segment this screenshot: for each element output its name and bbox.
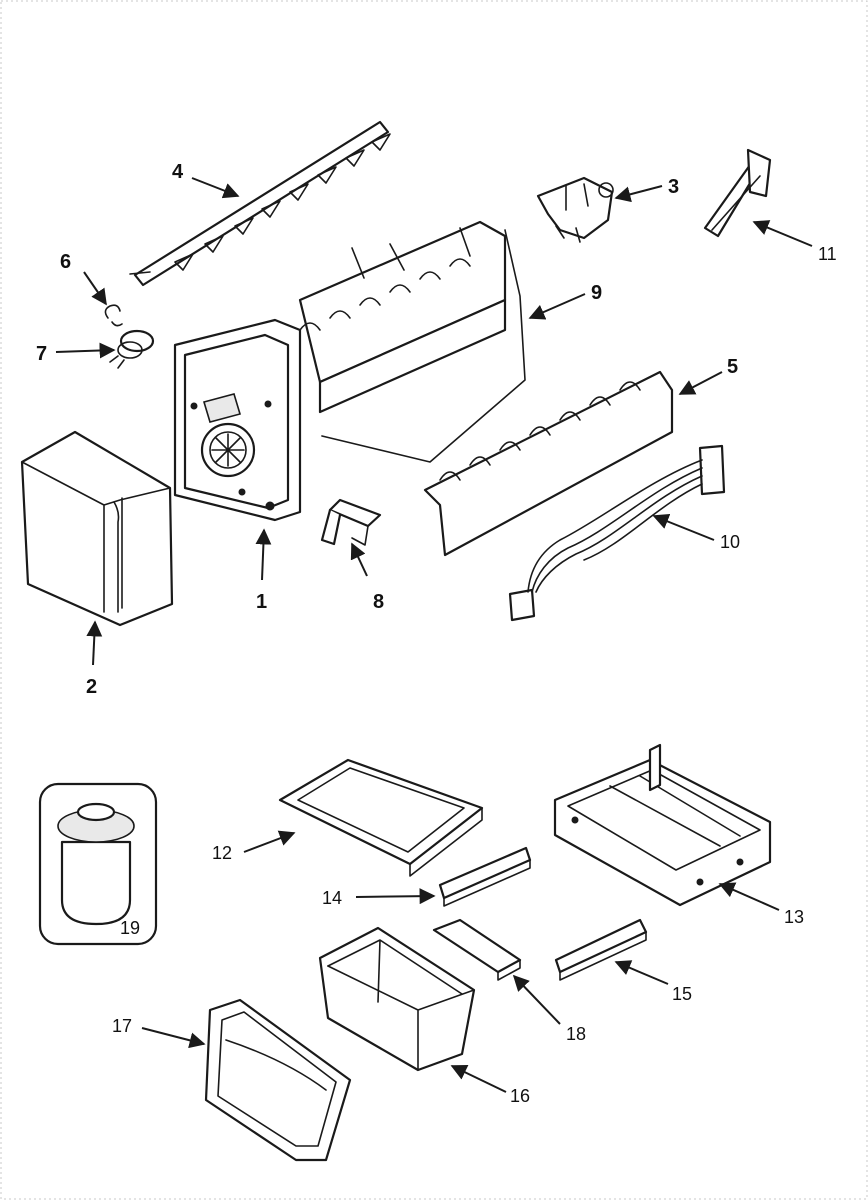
part-14-rail[interactable] [438,846,532,907]
callout-15: 15 [672,984,692,1004]
part-6-clip[interactable] [104,304,123,327]
callout-10: 10 [720,532,740,552]
part-12-shelf[interactable] [278,758,484,877]
part-15-rail[interactable] [554,918,648,981]
callout-1: 1 [256,591,267,613]
callout-12: 12 [212,843,232,863]
part-10-wire-harness[interactable] [508,444,726,622]
part-2-cover[interactable] [20,430,174,627]
callout-11: 11 [818,244,837,264]
leader-arrows [55,177,813,1093]
part-7-gear[interactable] [109,329,155,369]
part-19-filter[interactable] [38,782,158,946]
callout-14: 14 [322,888,342,908]
part-9-mold-heater[interactable] [298,220,526,463]
callout-5: 5 [727,356,738,378]
part-16-bin[interactable] [318,926,476,1072]
callout-labels: 1 2 3 4 5 6 7 8 9 10 11 12 13 14 15 16 1… [36,161,837,1106]
part-3-shutoff-arm[interactable] [536,176,614,243]
callout-17: 17 [112,1016,132,1036]
part-4-ejector[interactable] [129,120,391,287]
part-11-bracket[interactable] [703,148,772,238]
part-8-bracket[interactable] [320,498,382,546]
part-18-slide[interactable] [432,918,522,981]
callout-8: 8 [373,591,384,613]
callout-7: 7 [36,343,47,365]
callout-9: 9 [591,282,602,304]
callout-13: 13 [784,907,804,927]
part-5-stripper[interactable] [423,370,674,557]
callout-19: 19 [120,918,140,938]
callout-18: 18 [566,1024,586,1044]
callout-4: 4 [172,161,184,183]
callout-2: 2 [86,676,97,698]
callout-3: 3 [668,176,679,198]
part-13-frame[interactable] [553,743,772,907]
callout-16: 16 [510,1086,530,1106]
part-17-front-panel[interactable] [204,998,352,1162]
callout-6: 6 [60,251,71,273]
part-1-module[interactable] [173,318,302,522]
